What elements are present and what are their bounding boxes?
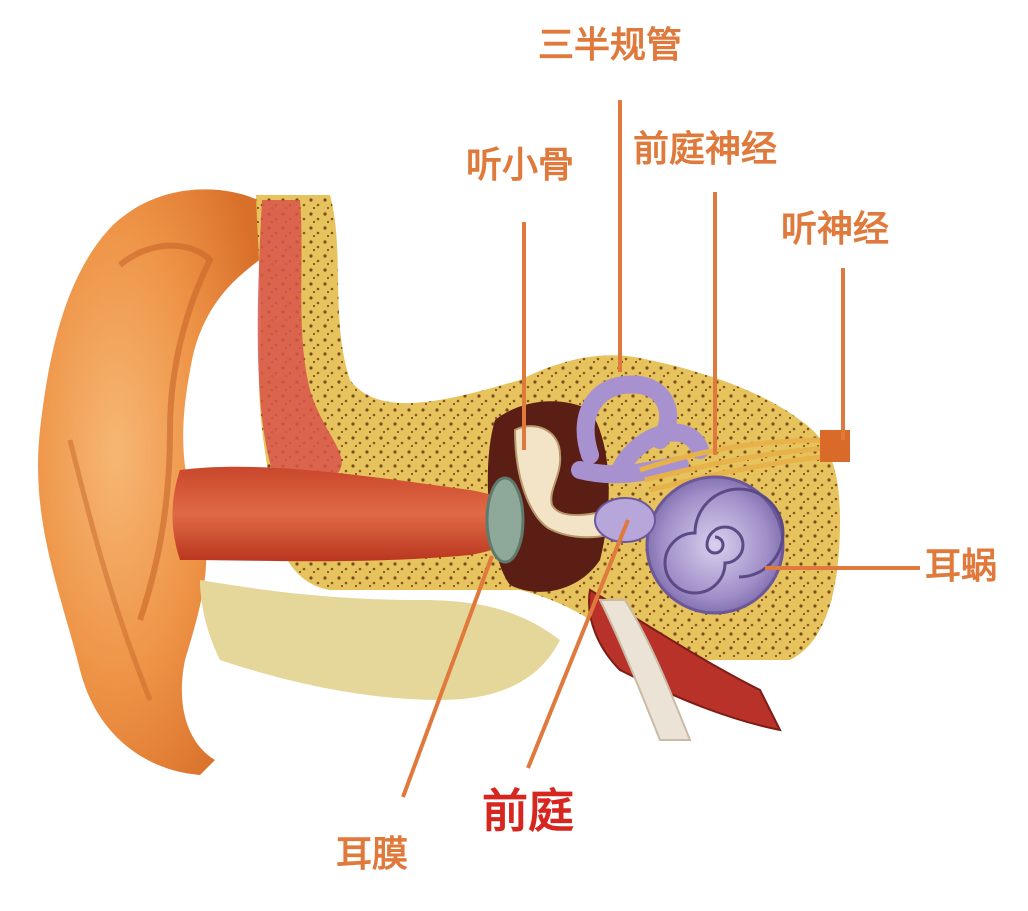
label-cochlea: 耳蜗 <box>925 546 998 587</box>
pinna-fold <box>118 242 214 621</box>
tissue-strip <box>257 200 342 480</box>
label-vestibular-nerve: 前庭神经 <box>633 129 778 170</box>
vestibule-shape <box>594 497 656 543</box>
label-ossicles: 听小骨 <box>466 145 575 186</box>
label-auditory-nerve: 听神经 <box>781 209 890 250</box>
auditory-nerve-end <box>820 430 850 462</box>
lower-tissue <box>200 580 560 700</box>
semicircular-canals-shape <box>571 375 709 484</box>
label-vestibule: 前庭 <box>482 784 574 838</box>
leader-lines <box>401 100 920 798</box>
pinna-fold-2 <box>67 439 153 701</box>
leader-vestibule <box>526 519 630 769</box>
pinna-shape <box>38 189 263 775</box>
ear-canal <box>172 466 520 562</box>
cochlea-spiral <box>663 487 785 595</box>
nerve-bundle <box>639 437 831 493</box>
eustachian-tube-tail <box>598 599 692 741</box>
label-semicircular-canals: 三半规管 <box>538 25 683 66</box>
label-eardrum: 耳膜 <box>336 834 409 875</box>
eardrum-shape <box>485 476 525 564</box>
leader-eardrum <box>401 555 494 798</box>
